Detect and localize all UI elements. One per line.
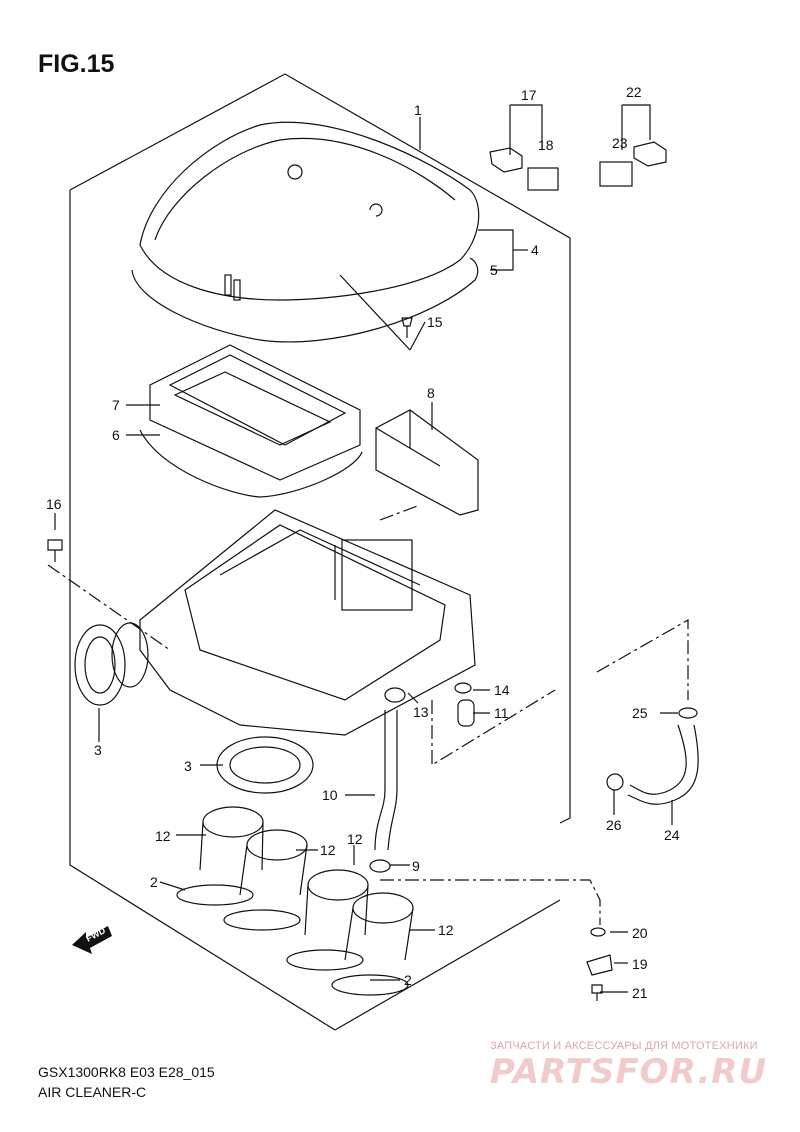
callout-3a: 3	[94, 742, 102, 758]
watermark-caption: ЗАПЧАСТИ И АКСЕССУАРЫ ДЛЯ МОТОТЕХНИКИ	[490, 1040, 758, 1052]
callout-10: 10	[322, 787, 338, 803]
callout-11: 11	[494, 705, 509, 721]
callout-12b: 12	[320, 842, 336, 858]
callout-21: 21	[632, 985, 648, 1001]
callout-18: 18	[538, 137, 554, 153]
cap-seal	[131, 257, 479, 343]
callout-19: 19	[632, 956, 648, 972]
callout-3b: 3	[184, 758, 192, 774]
callout-12d: 12	[438, 922, 454, 938]
filter-element	[149, 344, 361, 481]
callout-1: 1	[414, 102, 422, 118]
callout-2a: 2	[150, 874, 158, 890]
callout-2b: 2	[404, 972, 412, 988]
callout-8: 8	[427, 385, 435, 401]
fwd-arrow-icon: FWD	[72, 925, 112, 954]
callout-5: 5	[490, 262, 498, 278]
callout-9: 9	[412, 858, 420, 874]
air-cleaner-cap	[139, 121, 480, 301]
figure-title: FIG.15	[38, 50, 115, 78]
callout-13: 13	[413, 704, 429, 720]
callout-23: 23	[612, 135, 628, 151]
callout-24: 24	[664, 827, 680, 843]
callout-16: 16	[46, 496, 62, 512]
air-cleaner-case	[139, 509, 476, 736]
diagram-name: AIR CLEANER-C	[38, 1084, 147, 1100]
filter-seal	[139, 429, 363, 498]
callout-12a: 12	[155, 828, 171, 844]
callout-7: 7	[112, 397, 120, 413]
callout-12c: 12	[347, 831, 363, 847]
callout-6: 6	[112, 427, 120, 443]
watermark-logo: PARTSFOR.RU	[490, 1052, 768, 1092]
callout-17: 17	[521, 87, 537, 103]
callout-15: 15	[427, 314, 443, 330]
resonator-box	[375, 409, 479, 516]
callout-25: 25	[632, 705, 648, 721]
drain-hose	[374, 710, 386, 851]
callout-14: 14	[494, 682, 510, 698]
callout-4: 4	[531, 242, 539, 258]
assembly-frame	[69, 73, 571, 824]
callout-22: 22	[626, 84, 642, 100]
callout-20: 20	[632, 925, 648, 941]
callout-26: 26	[606, 817, 622, 833]
model-code: GSX1300RK8 E03 E28_015	[38, 1064, 215, 1080]
